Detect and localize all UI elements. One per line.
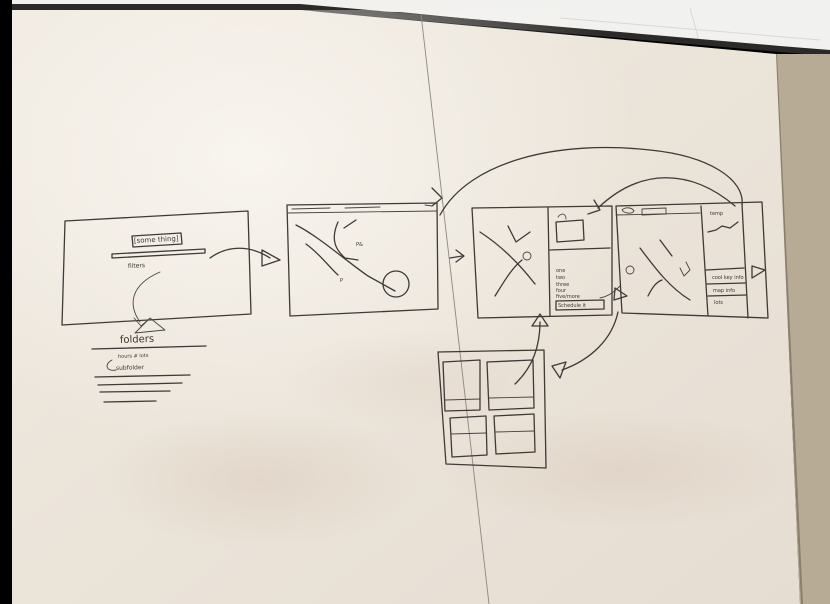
schedule-button-label: Schedule it [558, 303, 586, 309]
list-item: five/more [556, 294, 580, 300]
list-item: one [556, 268, 565, 274]
list-item: four [556, 288, 567, 294]
sketch-grid-screen [437, 311, 619, 469]
list-item: three [556, 282, 569, 288]
list-item: two [556, 275, 565, 281]
filters-label: filters [128, 262, 145, 270]
sketch-panel-map-sidebar: one two three four five/more Schedule it [471, 205, 628, 319]
svg-text:P&: P& [356, 242, 363, 248]
sketch-panel-map-info: temp cool key info map info lots [615, 201, 769, 319]
folders-heading: folders [120, 334, 155, 346]
board-seam [420, 13, 490, 604]
info-item: cool key info [712, 275, 744, 281]
info-item: map info [713, 288, 735, 294]
info-item: lots [714, 300, 723, 306]
sketch-panel-search: [some thing] filters [61, 210, 281, 334]
sketch-flow-arrows [431, 146, 743, 299]
search-box-label: [some thing] [134, 235, 179, 245]
subfolder-label: subfolder [116, 364, 145, 372]
sketch-panel-map: P& P [286, 202, 439, 317]
sketch-folders-list: folders hours # lots subfolder [91, 334, 207, 403]
folders-subline: hours # lots [118, 353, 149, 360]
svg-text:P: P [340, 278, 343, 284]
panel4-top-label: temp [710, 211, 723, 217]
